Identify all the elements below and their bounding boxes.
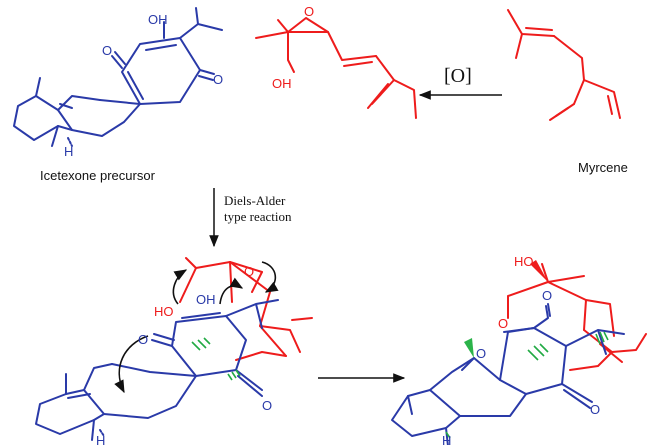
product-hash-wedge-1 — [595, 331, 609, 345]
epoxide-intermediate-structure: O OH — [255, 4, 417, 119]
myrcene-label: Myrcene — [578, 160, 628, 175]
adduct-ho-label: HO — [154, 304, 174, 319]
epoxide-o-label: O — [304, 4, 314, 19]
product-hash-wedge-3 — [445, 431, 451, 439]
adduct-h-label: H — [96, 433, 105, 445]
reaction-label-line1: Diels-Alder — [224, 193, 286, 208]
electron-arrow-2 — [172, 269, 188, 305]
icetexone-product-structure: HO O O O O H — [391, 254, 647, 445]
icetexone-precursor-structure: OH O O H — [13, 7, 223, 159]
product-red-wedge — [530, 260, 548, 282]
electron-arrow-3 — [219, 277, 244, 305]
diels-alder-adduct-structure: O HO OH O O H — [35, 257, 313, 445]
icetexone-precursor-label: Icetexone precursor — [40, 168, 156, 183]
adduct-carbonyl-o-left: O — [138, 332, 148, 347]
adduct-oh-label: OH — [196, 292, 216, 307]
epoxide-oh-label: OH — [272, 76, 292, 91]
electron-arrow-1 — [114, 335, 149, 394]
product-carbonyl-o-right: O — [590, 402, 600, 417]
precursor-h-label: H — [64, 144, 73, 159]
adduct-o-red: O — [244, 264, 254, 279]
adduct-carbonyl-o-right: O — [262, 398, 272, 413]
product-green-wedge — [464, 338, 474, 358]
precursor-carbonyl-o-right: O — [213, 72, 223, 87]
product-carbonyl-o-top: O — [542, 288, 552, 303]
product-ether-o-red: O — [498, 316, 508, 331]
product-ether-o-blue: O — [476, 346, 486, 361]
electron-arrow-4 — [261, 261, 279, 293]
product-hash-wedge-2 — [527, 343, 549, 361]
precursor-carbonyl-o-top: O — [102, 43, 112, 58]
hash-wedge-2 — [191, 337, 211, 351]
hash-wedge-1 — [227, 369, 241, 381]
reaction-label-line2: type reaction — [224, 209, 292, 224]
product-ho-label: HO — [514, 254, 534, 269]
myrcene-structure — [507, 9, 621, 121]
product-h-label: H — [442, 433, 451, 445]
precursor-oh-label: OH — [148, 12, 168, 27]
oxidation-label: [O] — [444, 65, 472, 87]
